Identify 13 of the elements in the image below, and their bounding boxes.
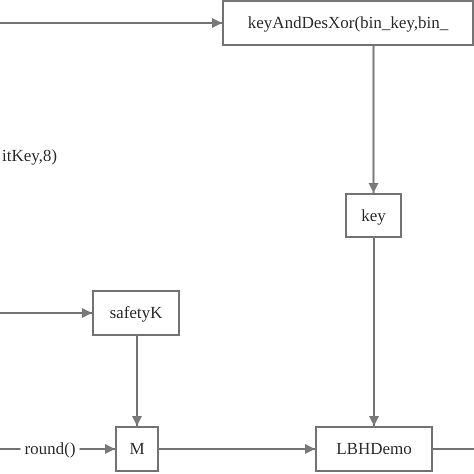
process-box: keyAndDesXor(bin_key,bin_ (222, 0, 474, 46)
arrow (0, 18, 222, 28)
arrow (0, 308, 92, 318)
arrow (132, 336, 142, 426)
process-box: key (345, 193, 402, 238)
process-box: LBHDemo (315, 426, 433, 472)
process-box: M (115, 426, 159, 472)
arrow (159, 444, 315, 454)
code-text: itKey,8) (2, 146, 58, 166)
arrow (369, 238, 379, 426)
arrow (368, 46, 378, 193)
edge-label: round() (20, 439, 80, 459)
process-box: safetyK (92, 290, 180, 336)
